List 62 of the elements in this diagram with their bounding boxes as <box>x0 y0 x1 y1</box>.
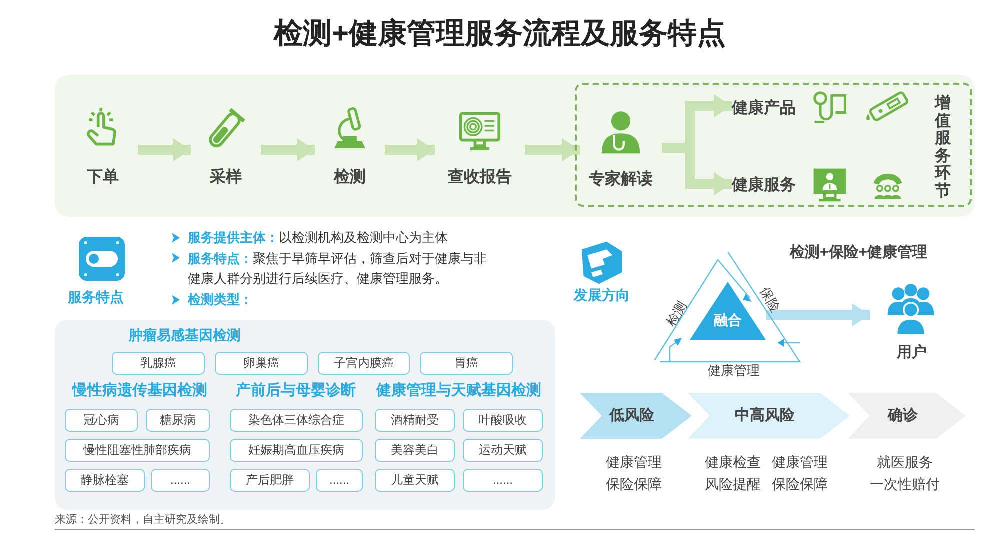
stage-description: 健康管理 <box>771 453 829 472</box>
tag-box: 酒精耐受 <box>375 409 455 432</box>
tag-box: ...... <box>316 469 363 492</box>
arrow <box>261 138 315 162</box>
step-label: 查收报告 <box>446 167 513 188</box>
tag-box: 冠心病 <box>65 409 138 432</box>
tag-box: 卵巢癌 <box>215 352 308 375</box>
tag-box: 叶酸吸收 <box>463 409 543 432</box>
tag-box: 胃癌 <box>420 352 513 375</box>
tag-box: 产后肥胖 <box>230 469 310 492</box>
tag-box: 子宫内膜癌 <box>318 352 410 375</box>
triangle-label: 融合 <box>713 312 743 330</box>
arrow <box>138 138 191 162</box>
tag-box: 运动天赋 <box>463 439 543 462</box>
stage-description: 就医服务 <box>876 453 934 472</box>
stage-label: 确诊 <box>886 406 919 425</box>
side-label: 保险 <box>756 284 784 316</box>
tag-box: ...... <box>151 469 210 492</box>
category-heading: 慢性病遗传基因检测 <box>72 381 208 400</box>
title: 检测+健康管理服务流程及服务特点 <box>272 16 727 52</box>
stage-description: 健康检查 <box>704 453 762 472</box>
tag-box: 染色体三体综合症 <box>230 409 363 432</box>
arrow <box>525 138 580 162</box>
side-label: 健康管理 <box>708 362 760 380</box>
heading: 检测+保险+健康管理 <box>790 243 928 262</box>
tag-box: 糖尿病 <box>146 409 210 432</box>
tag-box: 儿童天赋 <box>375 469 455 492</box>
tag-box: ...... <box>463 469 543 492</box>
step-label: 下单 <box>86 168 120 188</box>
tag-box: 静脉栓塞 <box>65 469 145 492</box>
stage-description: 保险保障 <box>771 475 829 494</box>
tag-box: 妊娠期高血压疾病 <box>230 439 363 462</box>
stage-description: 健康管理 <box>605 453 663 472</box>
arrow <box>766 303 870 327</box>
category-heading: 产前后与母婴诊断 <box>236 381 356 400</box>
vertical-heading: 增值服务环节 <box>935 95 952 200</box>
user-label: 用户 <box>896 343 928 362</box>
tag-box: 美容美白 <box>375 439 455 462</box>
dashed-group-box <box>575 83 972 207</box>
icon-caption: 发展方向 <box>574 287 630 305</box>
item-label: 健康产品 <box>732 98 796 119</box>
source-note: 来源：公开资料，自主研究及绘制。 <box>55 512 231 527</box>
bullet-text: 服务特点：聚焦于早筛早评估，筛查后对于健康与非健康人群分别进行后续医疗、健康管理服务。 <box>188 250 488 288</box>
step-label: 检测 <box>332 168 367 188</box>
stage-description: 风险提醒 <box>704 475 762 494</box>
panel-box <box>55 320 555 510</box>
bullet-text: 检测类型： <box>188 291 253 309</box>
side-label: 检测 <box>662 298 691 330</box>
stage-label: 中高风险 <box>734 406 796 425</box>
tag-box: 慢性阻塞性肺部疾病 <box>65 439 210 462</box>
stage-label: 低风险 <box>608 406 656 425</box>
category-heading: 健康管理与天赋基因检测 <box>376 381 542 400</box>
category-heading: 肿瘤易感基因检测 <box>129 327 241 345</box>
stage-description: 一次性赔付 <box>869 475 941 494</box>
arrow <box>385 138 435 162</box>
tag-box: 乳腺癌 <box>112 352 205 375</box>
bullet-text: 服务提供主体：以检测机构及检测中心为主体 <box>188 229 448 247</box>
step-label: 专家解读 <box>588 169 654 190</box>
item-label: 健康服务 <box>732 175 796 196</box>
stage-description: 保险保障 <box>605 475 663 494</box>
step-label: 采样 <box>209 167 243 188</box>
icon-caption: 服务特点 <box>68 289 124 307</box>
